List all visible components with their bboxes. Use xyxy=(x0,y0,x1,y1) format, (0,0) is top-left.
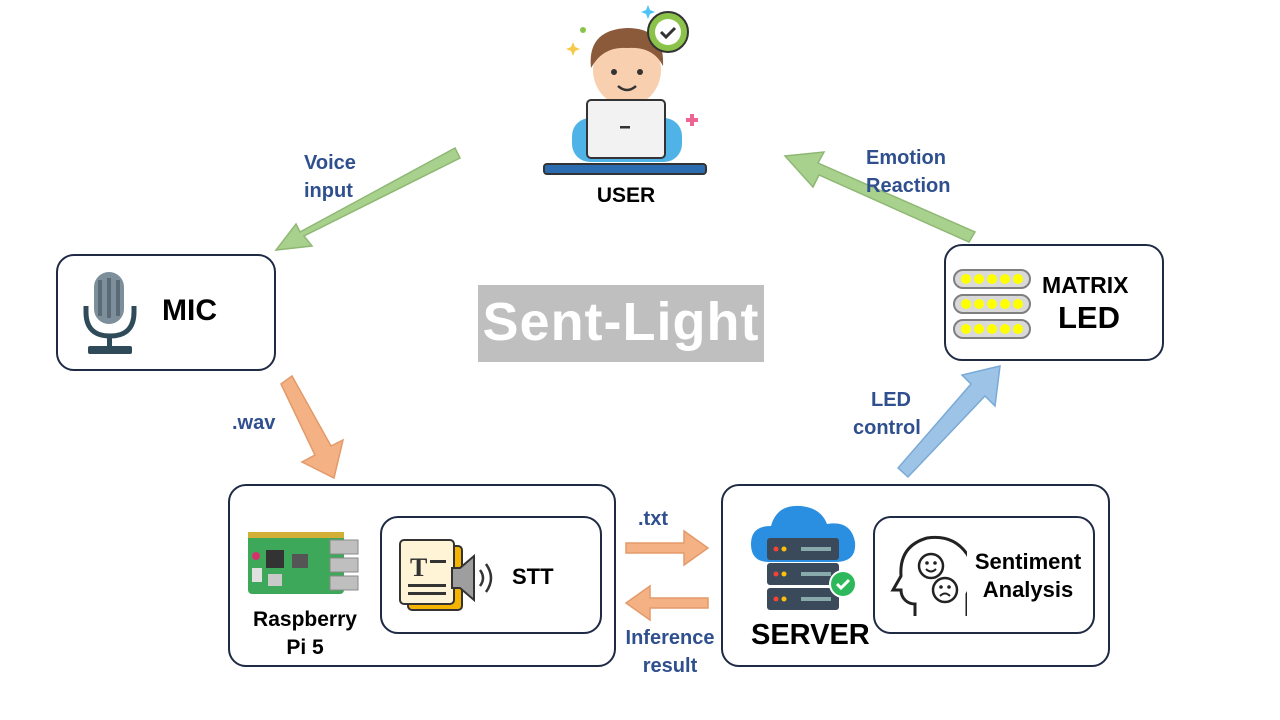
voice-input-line2: input xyxy=(304,180,353,202)
text-to-speech-icon: T xyxy=(399,539,493,611)
led-control-line1: LED xyxy=(871,389,911,411)
sentiment-label: Sentiment Analysis xyxy=(967,548,1089,604)
led-control-label: LED control xyxy=(853,386,921,442)
title-banner: Sent-Light xyxy=(478,285,764,362)
raspberry-pi-line2: Pi 5 xyxy=(286,636,324,659)
stt-box: T STT xyxy=(380,516,602,634)
inference-result-line1: Inference xyxy=(625,627,715,649)
raspberry-pi-box: Raspberry Pi 5 T STT xyxy=(228,484,616,667)
arrow-inference-result xyxy=(624,584,709,622)
server-label: SERVER xyxy=(751,619,870,651)
led-label: LED xyxy=(1058,300,1120,335)
raspberry-pi-label: Raspberry Pi 5 xyxy=(230,606,380,662)
arrow-led-control xyxy=(896,365,1001,479)
page-title: Sent-Light xyxy=(482,292,760,352)
matrix-label: MATRIX xyxy=(1042,272,1129,298)
svg-text:T: T xyxy=(410,553,427,582)
sentiment-head-icon xyxy=(890,535,967,616)
mic-box: MIC xyxy=(56,254,276,371)
stt-label: STT xyxy=(512,564,554,589)
raspberry-pi-line1: Raspberry xyxy=(253,608,357,631)
sentiment-line1: Sentiment xyxy=(974,549,1082,574)
emotion-reaction-line2: Reaction xyxy=(866,175,951,197)
mic-label: MIC xyxy=(162,294,217,327)
voice-input-line1: Voice xyxy=(304,152,356,174)
inference-result-label: Inference result xyxy=(617,624,723,680)
arrow-emotion-reaction xyxy=(783,151,977,243)
arrow-txt xyxy=(625,529,710,567)
led-control-line2: control xyxy=(853,417,921,439)
arrow-voice-input xyxy=(274,146,462,251)
matrix-led-box: MATRIX LED xyxy=(944,244,1164,361)
txt-label: .txt xyxy=(638,508,668,530)
user-laptop-icon xyxy=(543,5,707,175)
emotion-reaction-line1: Emotion xyxy=(866,147,946,169)
cloud-server-icon xyxy=(751,505,857,610)
sentiment-box: Sentiment Analysis xyxy=(873,516,1095,634)
raspberry-pi-board-icon xyxy=(248,532,359,594)
server-box: SERVER Sentiment Analysis xyxy=(721,484,1110,667)
microphone-icon xyxy=(83,272,137,354)
inference-result-line2: result xyxy=(642,655,698,677)
led-matrix-icon xyxy=(953,269,1031,339)
arrow-wav xyxy=(280,374,345,480)
wav-label: .wav xyxy=(232,412,276,434)
emotion-reaction-label: Emotion Reaction xyxy=(866,144,950,200)
sentiment-line2: Analysis xyxy=(982,577,1074,602)
user-label: USER xyxy=(596,184,656,207)
voice-input-label: Voice input xyxy=(304,149,356,205)
